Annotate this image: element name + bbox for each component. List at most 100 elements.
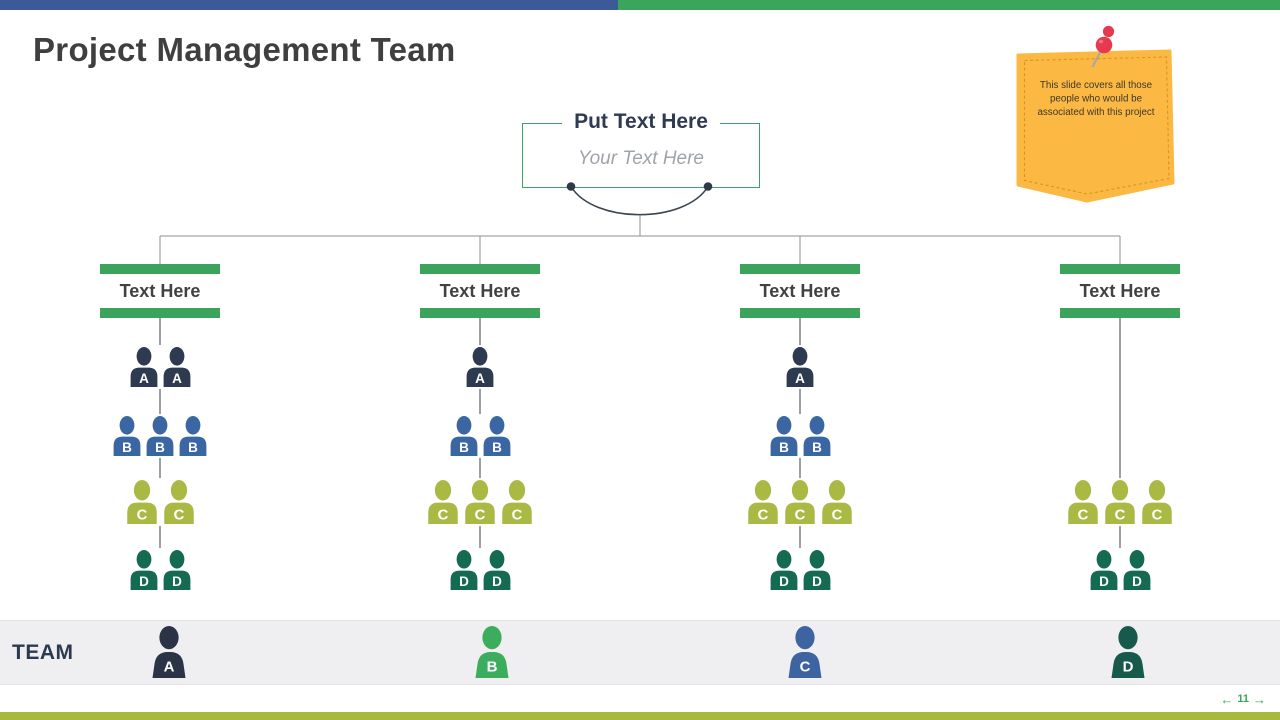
svg-text:D: D bbox=[492, 574, 502, 589]
org-column-header: Text Here bbox=[740, 264, 860, 318]
person-icon-c: C bbox=[428, 480, 458, 524]
svg-text:C: C bbox=[795, 508, 806, 524]
sticky-note-shape bbox=[1016, 49, 1175, 203]
person-icon-b: B bbox=[146, 416, 174, 456]
root-text-box[interactable]: Put Text Here Your Text Here bbox=[522, 110, 760, 188]
team-person-icon-a: A bbox=[152, 626, 186, 678]
svg-text:D: D bbox=[779, 574, 789, 589]
svg-text:B: B bbox=[459, 440, 469, 455]
header-green-bar-top bbox=[100, 264, 220, 274]
person-icon-b: B bbox=[179, 416, 207, 456]
root-box-title: Put Text Here bbox=[562, 110, 720, 134]
person-icon-a: A bbox=[466, 347, 494, 387]
person-icon-b: B bbox=[803, 416, 830, 456]
header-green-bar-bottom bbox=[740, 308, 860, 318]
svg-text:C: C bbox=[1078, 508, 1089, 524]
slide-title: Project Management Team bbox=[33, 31, 456, 68]
header-green-bar-top bbox=[740, 264, 860, 274]
svg-text:D: D bbox=[812, 574, 822, 589]
svg-text:B: B bbox=[155, 440, 165, 455]
person-icon-d: D bbox=[163, 550, 190, 590]
svg-text:A: A bbox=[795, 371, 805, 386]
person-icon-c: C bbox=[126, 480, 157, 524]
team-label: TEAM bbox=[12, 641, 74, 664]
svg-text:B: B bbox=[779, 440, 789, 455]
svg-text:A: A bbox=[475, 371, 485, 386]
svg-text:B: B bbox=[122, 440, 132, 455]
person-icon-c: C bbox=[1142, 480, 1172, 524]
svg-text:D: D bbox=[459, 574, 469, 589]
bottom-accent-bar bbox=[0, 712, 1280, 720]
svg-text:C: C bbox=[832, 508, 843, 524]
team-legend-item-a: A bbox=[148, 626, 190, 683]
header-green-bar-bottom bbox=[1060, 308, 1180, 318]
next-slide-arrow-icon[interactable]: → bbox=[1253, 691, 1266, 707]
prev-slide-arrow-icon[interactable]: ← bbox=[1220, 691, 1234, 707]
person-icon-d: D bbox=[803, 550, 830, 590]
svg-text:B: B bbox=[188, 440, 198, 455]
org-column-label: Text Here bbox=[1079, 281, 1161, 301]
org-column-header: Text Here bbox=[1060, 264, 1180, 318]
page-navigation[interactable]: ← 11 → bbox=[1220, 691, 1266, 707]
svg-text:D: D bbox=[139, 574, 149, 589]
team-legend-item-b: B bbox=[471, 626, 513, 683]
person-icon-c: C bbox=[1068, 480, 1098, 524]
person-icon-c: C bbox=[748, 480, 778, 524]
svg-text:B: B bbox=[492, 440, 502, 455]
person-icon-d: D bbox=[483, 550, 510, 590]
top-accent-blue-segment bbox=[0, 0, 618, 10]
person-icon-d: D bbox=[450, 550, 477, 590]
org-column-header: Text Here bbox=[420, 264, 540, 318]
svg-text:C: C bbox=[173, 508, 184, 524]
top-accent-bar bbox=[0, 0, 1280, 10]
note-text-line: people who would be bbox=[1050, 94, 1143, 105]
header-green-bar-bottom bbox=[100, 308, 220, 318]
svg-text:D: D bbox=[1132, 574, 1142, 589]
svg-text:C: C bbox=[800, 659, 811, 676]
team-person-icon-d: D bbox=[1111, 626, 1145, 678]
person-icon-a: A bbox=[163, 347, 190, 387]
org-column-label: Text Here bbox=[439, 281, 521, 301]
svg-text:C: C bbox=[438, 508, 449, 524]
sticky-note-dashed-border bbox=[1023, 56, 1170, 195]
root-box-placeholder[interactable]: Your Text Here bbox=[577, 148, 705, 169]
team-legend-bar: TEAM A B C D bbox=[0, 620, 1280, 685]
person-icon-d: D bbox=[1123, 550, 1150, 590]
svg-text:C: C bbox=[512, 508, 523, 524]
svg-text:C: C bbox=[1152, 508, 1163, 524]
org-column-label: Text Here bbox=[759, 281, 841, 301]
header-green-bar-top bbox=[420, 264, 540, 274]
person-icon-b: B bbox=[450, 416, 477, 456]
org-column-header: Text Here bbox=[100, 264, 220, 318]
svg-text:D: D bbox=[1099, 574, 1109, 589]
person-icon-c: C bbox=[785, 480, 815, 524]
person-icon-a: A bbox=[786, 347, 814, 387]
sticky-note: This slide covers all those people who w… bbox=[1016, 25, 1175, 203]
svg-text:C: C bbox=[475, 508, 486, 524]
svg-text:A: A bbox=[164, 659, 175, 676]
person-icon-b: B bbox=[483, 416, 510, 456]
svg-text:D: D bbox=[1123, 659, 1134, 676]
person-icon-d: D bbox=[770, 550, 797, 590]
person-icon-c: C bbox=[163, 480, 194, 524]
person-icon-b: B bbox=[770, 416, 797, 456]
person-icon-c: C bbox=[822, 480, 852, 524]
svg-text:C: C bbox=[1115, 508, 1126, 524]
header-green-bar-bottom bbox=[420, 308, 540, 318]
person-icon-c: C bbox=[1105, 480, 1135, 524]
org-column-label: Text Here bbox=[119, 281, 201, 301]
svg-text:A: A bbox=[139, 371, 149, 386]
person-icon-d: D bbox=[130, 550, 157, 590]
team-legend-item-c: C bbox=[784, 626, 826, 683]
svg-text:C: C bbox=[758, 508, 769, 524]
team-legend-item-d: D bbox=[1107, 626, 1149, 683]
